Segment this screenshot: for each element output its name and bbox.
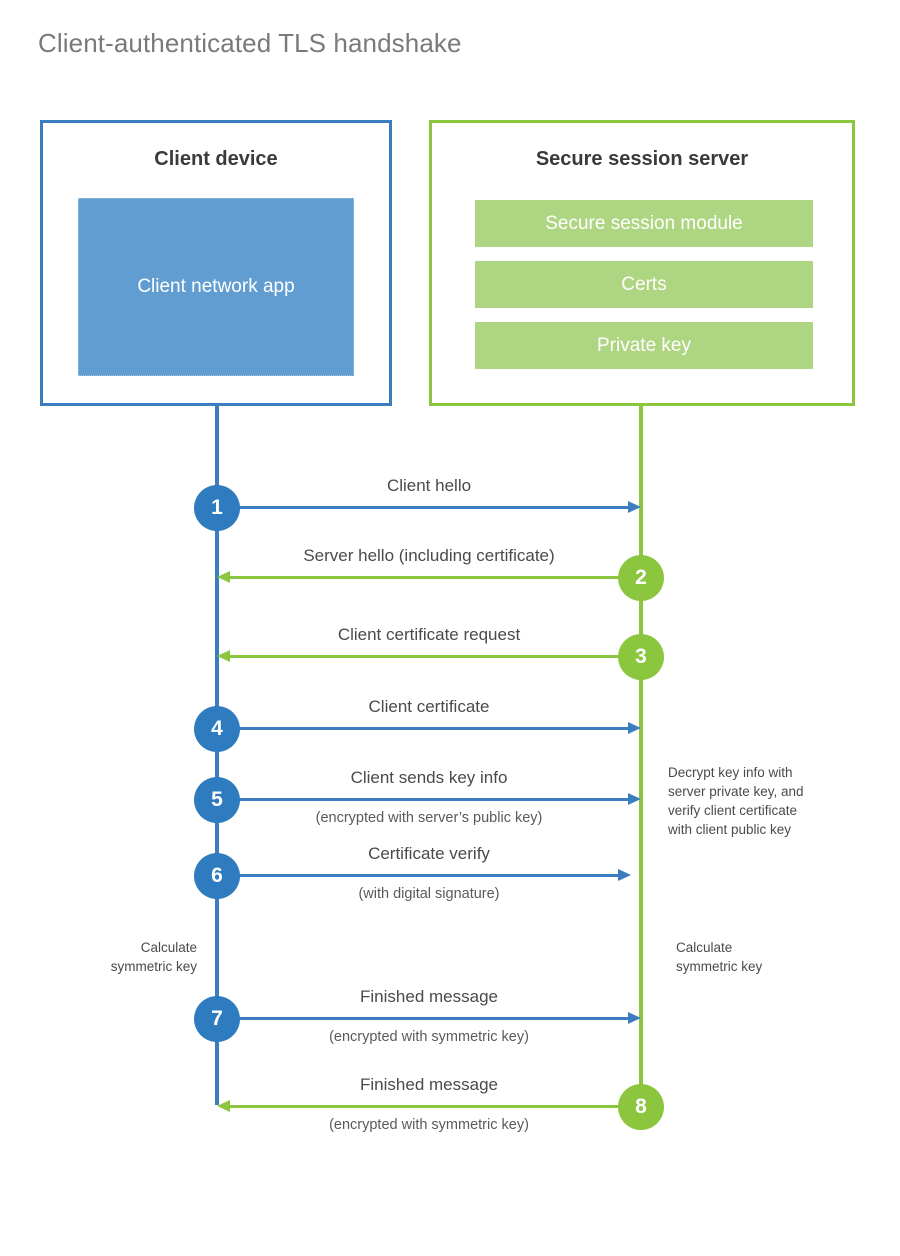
step-circle-7[interactable]: 7 bbox=[194, 995, 240, 1042]
arrow-line-step-2 bbox=[230, 576, 641, 579]
arrowhead-step-5 bbox=[628, 793, 641, 805]
step-circle-8[interactable]: 8 bbox=[618, 1083, 664, 1130]
message-sublabel-step-5: (encrypted with server’s public key) bbox=[315, 810, 543, 826]
annotation-client-calculate: Calculate symmetric key bbox=[110, 940, 197, 975]
arrow-line-step-3 bbox=[230, 655, 641, 658]
secure-session-server-title: Secure session server bbox=[535, 148, 749, 170]
arrowhead-step-8 bbox=[217, 1100, 230, 1112]
arrowhead-step-2 bbox=[217, 571, 230, 583]
step-circle-6[interactable]: 6 bbox=[194, 852, 240, 899]
arrowhead-step-3 bbox=[217, 650, 230, 662]
client-network-app-block: Client network app bbox=[78, 198, 354, 376]
annotation-server-calculate: Calculate symmetric key bbox=[676, 940, 763, 975]
arrow-line-step-4 bbox=[217, 727, 628, 730]
page-title: Client-authenticated TLS handshake bbox=[38, 28, 462, 58]
annotation-server-decrypt: Decrypt key info with server private key… bbox=[668, 765, 804, 838]
server-module-secure-session-module: Secure session module bbox=[475, 200, 813, 247]
message-label-step-3: Client certificate request bbox=[337, 625, 521, 644]
message-sublabel-step-7: (encrypted with symmetric key) bbox=[329, 1029, 529, 1045]
message-label-step-1: Client hello bbox=[386, 476, 472, 495]
message-label-step-5: Client sends key info bbox=[350, 768, 508, 787]
client-device-box: Client device Client network app bbox=[40, 120, 392, 406]
secure-session-server-box: Secure session server Secure session mod… bbox=[429, 120, 855, 406]
arrowhead-step-6 bbox=[618, 869, 631, 881]
message-label-step-4: Client certificate bbox=[368, 697, 490, 716]
step-circle-2[interactable]: 2 bbox=[618, 554, 664, 601]
step-circle-5[interactable]: 5 bbox=[194, 776, 240, 823]
message-label-step-8: Finished message bbox=[360, 1075, 498, 1094]
message-label-step-6: Certificate verify bbox=[368, 844, 490, 863]
client-device-title: Client device bbox=[154, 148, 278, 170]
arrow-line-step-8 bbox=[230, 1105, 641, 1108]
arrowhead-step-7 bbox=[628, 1012, 641, 1024]
arrowhead-step-1 bbox=[628, 501, 641, 513]
client-lifeline bbox=[215, 403, 219, 1105]
arrow-line-step-7 bbox=[217, 1017, 628, 1020]
server-module-certs: Certs bbox=[475, 261, 813, 308]
arrow-line-step-1 bbox=[217, 506, 628, 509]
arrowhead-step-4 bbox=[628, 722, 641, 734]
server-module-private-key: Private key bbox=[475, 322, 813, 369]
server-module-list: Secure session module Certs Private key bbox=[475, 200, 813, 369]
message-label-step-2: Server hello (including certificate) bbox=[303, 546, 555, 565]
step-circle-3[interactable]: 3 bbox=[618, 633, 664, 680]
server-lifeline bbox=[639, 403, 643, 1105]
arrow-line-step-6 bbox=[217, 874, 618, 877]
step-circle-1[interactable]: 1 bbox=[194, 484, 240, 531]
message-sublabel-step-8: (encrypted with symmetric key) bbox=[329, 1117, 529, 1133]
message-label-step-7: Finished message bbox=[360, 987, 498, 1006]
step-circle-4[interactable]: 4 bbox=[194, 705, 240, 752]
arrow-line-step-5 bbox=[217, 798, 628, 801]
message-sublabel-step-6: (with digital signature) bbox=[358, 886, 500, 902]
